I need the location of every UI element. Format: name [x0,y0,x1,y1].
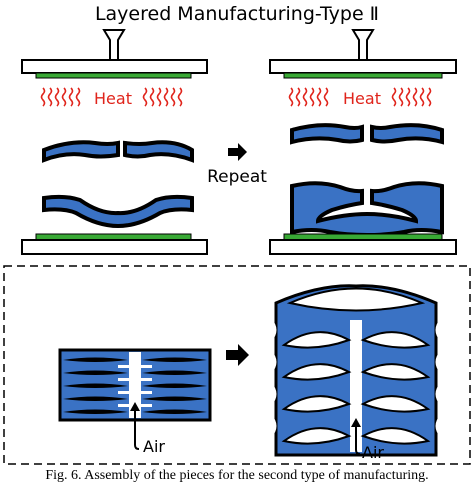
press-icon [102,29,126,61]
up-arrow-icon [130,402,140,450]
heat-wave-icon [288,87,432,107]
deflated-air-channel [129,352,141,418]
left-press: Heat [21,29,208,255]
lower-press-plate [269,239,457,255]
inflated-cells-right [360,331,431,445]
air-label-left: Air [143,437,165,456]
deflated-notches [118,365,152,407]
piece-top-left [42,140,120,163]
upper-heater-strip [35,72,192,79]
upper-press-plate [21,59,208,74]
press-icon [351,29,375,61]
piece-bottom [42,194,194,229]
upper-heater-strip [283,72,443,79]
diagram-title: Layered Manufacturing-Type Ⅱ [95,3,379,25]
right-press: Heat [269,29,457,255]
inflated-air-channel [350,320,362,452]
up-arrow-icon [351,418,361,455]
air-label-right: Air [362,443,384,462]
inflated-wall-indents [271,318,441,438]
piece-assembled [290,181,444,238]
piece-top-right [370,123,444,145]
heat-wave-icon [40,87,183,107]
right-arrow-icon [228,143,247,161]
deflated-slits-right [142,357,207,414]
piece-top-right [123,140,194,163]
heat-label-right: Heat [343,89,381,108]
right-arrow-icon [226,344,249,366]
inflated-stack [271,284,441,457]
inflated-cell-top [286,287,426,312]
inflation-panel-border [3,265,471,465]
lower-press-plate [21,239,208,255]
inflated-cells-left [281,331,352,445]
deflated-slits-left [63,357,128,414]
upper-press-plate [269,59,457,74]
repeat-label: Repeat [207,167,267,187]
figure-caption: Fig. 6. Assembly of the pieces for the s… [45,468,429,483]
piece-top-left [290,123,364,145]
heat-label-left: Heat [94,89,132,108]
